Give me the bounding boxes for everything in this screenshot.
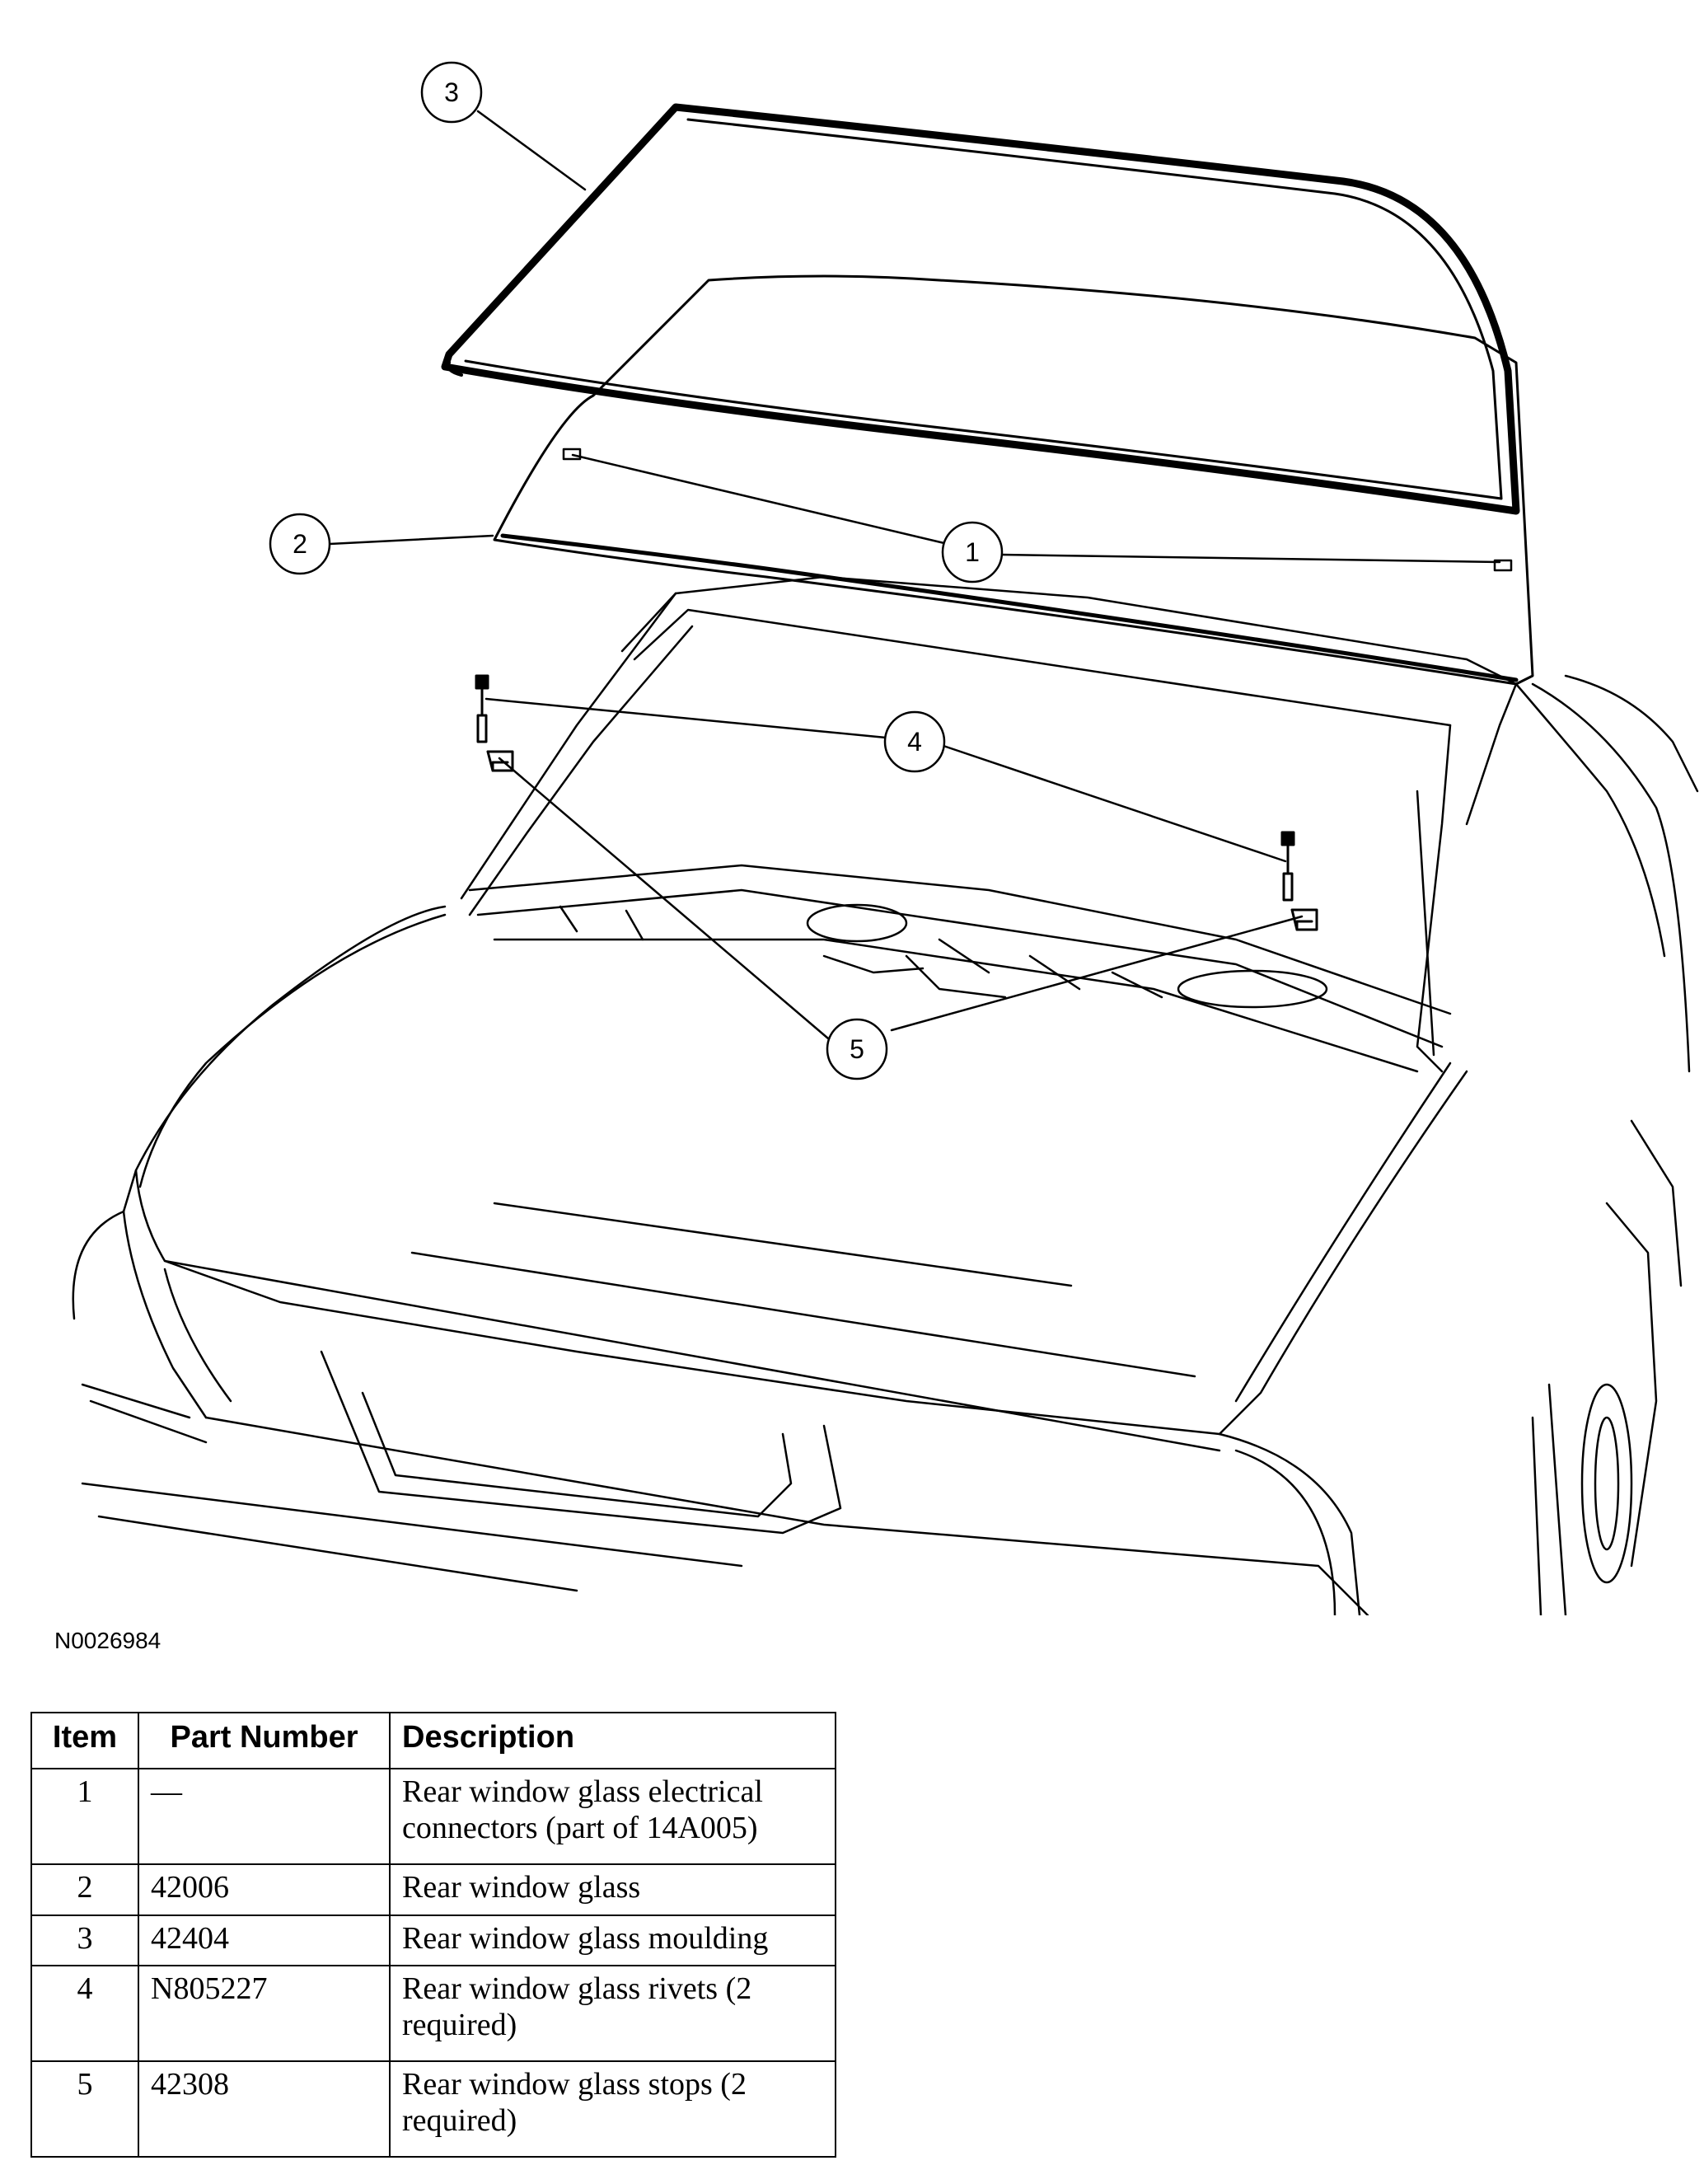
header-part-number: Part Number [138, 1712, 391, 1769]
table-row: 5 42308 Rear window glass stops (2 requi… [30, 2060, 836, 2158]
cell-description: Rear window glass moulding [389, 1914, 836, 1967]
car-body-outline [72, 575, 1699, 1615]
cell-item: 3 [30, 1914, 139, 1967]
leader-lines [328, 110, 1501, 1040]
cell-item: 1 [30, 1768, 139, 1865]
callout-1: 1 [941, 521, 1004, 583]
header-description: Description [389, 1712, 836, 1769]
exploded-view-diagram: 3 2 1 4 5 [72, 61, 1699, 1615]
cell-description: Rear window glass rivets (2 required) [389, 1965, 836, 2063]
table-row: 4 N805227 Rear window glass rivets (2 re… [30, 1965, 836, 2063]
cell-part-number: 42404 [138, 1914, 391, 1967]
header-item: Item [30, 1712, 139, 1769]
cell-description: Rear window glass electrical connectors … [389, 1768, 836, 1865]
rear-window-moulding [441, 103, 1520, 515]
right-glass-rivet [1280, 831, 1295, 902]
cell-item: 5 [30, 2060, 139, 2158]
rear-window-glass [493, 274, 1534, 686]
svg-text:5: 5 [850, 1034, 864, 1064]
callout-4: 4 [883, 710, 946, 773]
svg-text:1: 1 [965, 537, 980, 567]
svg-text:4: 4 [907, 727, 922, 757]
callout-2: 2 [269, 513, 331, 575]
callout-3: 3 [420, 61, 483, 124]
cell-item: 2 [30, 1863, 139, 1916]
left-glass-stop [486, 750, 514, 772]
cell-part-number: 42308 [138, 2060, 391, 2158]
table-header-row: Item Part Number Description [30, 1712, 836, 1769]
cell-part-number: — [138, 1768, 391, 1865]
svg-text:2: 2 [293, 529, 307, 559]
table-row: 2 42006 Rear window glass [30, 1863, 836, 1916]
cell-part-number: N805227 [138, 1965, 391, 2063]
table-row: 3 42404 Rear window glass moulding [30, 1914, 836, 1967]
left-electrical-connector [562, 448, 582, 461]
svg-text:3: 3 [444, 77, 459, 107]
cell-description: Rear window glass stops (2 required) [389, 2060, 836, 2158]
cell-item: 4 [30, 1965, 139, 2063]
figure-id: N0026984 [54, 1628, 162, 1653]
callout-5: 5 [826, 1018, 888, 1080]
left-glass-rivet [475, 674, 489, 743]
cell-description: Rear window glass [389, 1863, 836, 1916]
right-glass-stop [1290, 908, 1318, 931]
parts-table: Item Part Number Description 1 — Rear wi… [30, 1712, 836, 2158]
table-row: 1 — Rear window glass electrical connect… [30, 1768, 836, 1865]
right-electrical-connector [1493, 559, 1513, 572]
cell-part-number: 42006 [138, 1863, 391, 1916]
